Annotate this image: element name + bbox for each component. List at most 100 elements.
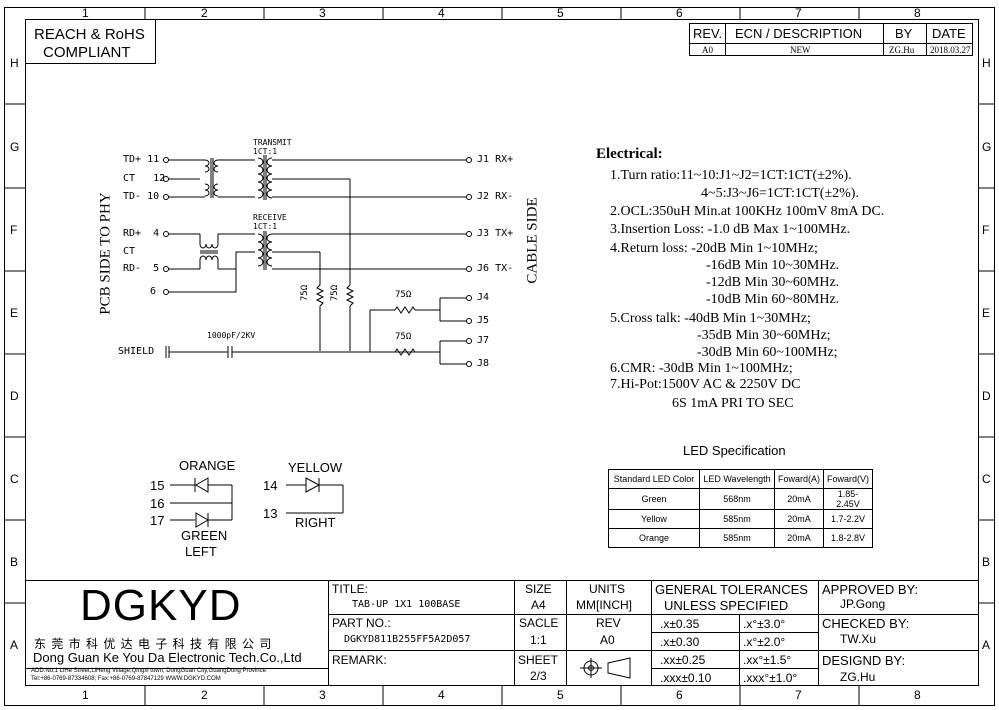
- table-cell: 1.7-2.2V: [823, 509, 874, 529]
- by-header: BY: [895, 26, 913, 41]
- led-pin: 17: [150, 513, 165, 528]
- size-value: A4: [531, 598, 546, 612]
- table-row: Green 568nm 20mA 1.85-2.45V: [608, 488, 874, 510]
- resistor-label: 75Ω: [330, 284, 341, 302]
- compliance-line-1: REACH & RoHS: [34, 26, 145, 43]
- table-cell: 585nm: [699, 509, 775, 529]
- led-green-label: GREEN: [181, 528, 228, 543]
- col-label: 2: [201, 6, 208, 20]
- tolerance-cell: .x±0.35: [660, 617, 700, 631]
- rev-header: REV.: [693, 26, 723, 41]
- row-label: H: [10, 56, 19, 70]
- company-name-en: Dong Guan Ke You Da Electronic Tech.Co.,…: [33, 650, 302, 665]
- pin-j4: J4: [477, 292, 490, 303]
- col-label: 7: [795, 688, 802, 702]
- pin-j2: J2 RX-: [477, 191, 514, 202]
- electrical-line: -16dB Min 10~30MHz.: [706, 258, 840, 273]
- approved-label: APPROVED BY:: [822, 582, 919, 597]
- row-label: G: [982, 140, 992, 154]
- title-label: TITLE:: [332, 582, 369, 596]
- table-cell: 20mA: [773, 488, 825, 510]
- pin-label-ct-rx: CT: [123, 246, 136, 257]
- row-label: F: [10, 223, 18, 237]
- electrical-line: 6S 1mA PRI TO SEC: [672, 396, 794, 411]
- tolerance-title-2: UNLESS SPECIFIED: [664, 598, 789, 613]
- led-pin: 13: [263, 506, 278, 521]
- col-label: 5: [557, 688, 564, 702]
- rev-value: A0: [702, 45, 713, 55]
- shield-label: SHIELD: [118, 346, 155, 357]
- receive-label: RECEIVE: [253, 213, 287, 222]
- electrical-line: -30dB Min 60~100MHz;: [697, 345, 838, 360]
- row-label: H: [982, 56, 991, 70]
- table-cell: 1.85-2.45V: [823, 488, 874, 510]
- col-label: 6: [676, 688, 683, 702]
- part-label: PART NO.:: [332, 616, 391, 630]
- table-row: Standard LED Color LED Wavelength Foward…: [608, 469, 874, 489]
- led-right-label: RIGHT: [295, 515, 336, 530]
- table-row: Orange 585nm 20mA 1.8-2.8V: [608, 528, 874, 548]
- checked-value: TW.Xu: [840, 632, 877, 646]
- electrical-line: 4~5:J3~J6=1CT:1CT(±2%).: [701, 186, 859, 201]
- table-header: Foward(V): [823, 469, 874, 489]
- electrical-line: -12dB Min 30~60MHz.: [706, 275, 840, 290]
- pin-j6: J6 TX-: [477, 263, 514, 274]
- pin-label-ct: CT 12: [123, 173, 166, 184]
- table-cell: 1.8-2.8V: [823, 528, 874, 548]
- col-label: 5: [557, 6, 564, 20]
- col-label: 3: [319, 6, 326, 20]
- tolerance-cell: .x°±3.0°: [743, 617, 786, 631]
- table-header: Standard LED Color: [608, 469, 700, 489]
- pin-label-td-plus: TD+ 11: [123, 154, 160, 165]
- electrical-line: -10dB Min 60~80MHz.: [706, 292, 840, 307]
- table-cell: Orange: [608, 528, 700, 548]
- pcb-side-label: PCB SIDE TO PHY: [97, 192, 114, 315]
- electrical-line: 4.Return loss: -20dB Min 1~10MHz;: [610, 241, 818, 256]
- col-label: 4: [438, 6, 445, 20]
- designed-label: DESIGND BY:: [822, 653, 906, 668]
- tolerance-cell: .xxx±0.10: [660, 671, 712, 685]
- pin-label-rd-plus: RD+ 4: [123, 228, 160, 239]
- pin-j3: J3 TX+: [477, 228, 514, 239]
- row-label: F: [982, 223, 990, 237]
- row-label: A: [10, 638, 19, 652]
- electrical-line: 5.Cross talk: -40dB Min 1~30MHz;: [610, 311, 811, 326]
- row-label: D: [10, 389, 19, 403]
- tolerance-title-1: GENERAL TOLERANCES: [655, 582, 808, 597]
- title-value: TAB-UP 1X1 100BASE: [352, 599, 461, 610]
- units-value: MM[INCH]: [576, 598, 632, 612]
- row-label: A: [982, 638, 991, 652]
- ecn-value: NEW: [790, 45, 811, 55]
- row-label: G: [10, 140, 20, 154]
- resistor-label: 75Ω: [300, 284, 311, 302]
- cable-side-label: CABLE SIDE: [524, 197, 541, 284]
- row-label: D: [982, 389, 991, 403]
- table-cell: 568nm: [699, 488, 775, 510]
- col-label: 4: [438, 688, 445, 702]
- tolerance-cell: .x±0.30: [660, 635, 700, 649]
- col-label: 8: [914, 6, 921, 20]
- rev-label: REV: [596, 616, 621, 630]
- table-cell: Green: [608, 488, 700, 510]
- table-cell: Yellow: [608, 509, 700, 529]
- row-label: E: [982, 306, 991, 320]
- by-value: ZG.Hu: [889, 45, 915, 55]
- led-pin: 16: [150, 496, 165, 511]
- resistor-label: 75Ω: [395, 290, 412, 300]
- sheet-label: SHEET: [518, 653, 559, 667]
- table-cell: 585nm: [699, 528, 775, 548]
- date-value: 2018.03.27: [930, 45, 971, 55]
- electrical-line: 3.Insertion Loss: -1.0 dB Max 1~100MHz.: [610, 222, 851, 237]
- led-orange-label: ORANGE: [179, 458, 236, 473]
- electrical-title: Electrical:: [596, 146, 663, 162]
- approved-value: JP.Gong: [840, 597, 886, 611]
- pin-label-td-minus: TD- 10: [123, 191, 160, 202]
- remark-label: REMARK:: [332, 653, 387, 667]
- receive-ratio: 1CT:1: [253, 222, 278, 231]
- date-header: DATE: [932, 26, 966, 41]
- scale-label: SACLE: [519, 616, 559, 630]
- designed-value: ZG.Hu: [840, 670, 876, 684]
- pin-j5: J5: [477, 315, 490, 326]
- table-row: Yellow 585nm 20mA 1.7-2.2V: [608, 509, 874, 529]
